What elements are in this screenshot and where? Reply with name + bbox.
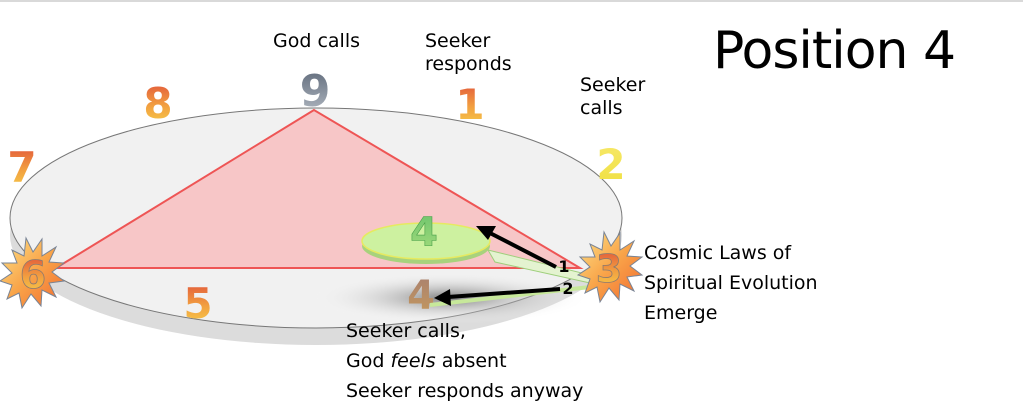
label-cosmic-laws: Cosmic Laws of Spiritual Evolution Emerg…	[644, 242, 818, 324]
bottom-note-line3: Seeker responds anyway	[346, 380, 584, 402]
cycle-number-7: 7	[7, 143, 36, 192]
bottom-note-line2-italic: feels	[390, 350, 436, 372]
cycle-number-8: 8	[143, 79, 172, 128]
arrow-2-label: 2	[562, 279, 573, 298]
cycle-number-3: 3	[596, 247, 622, 291]
label-seeker-calls: Seeker calls	[580, 74, 646, 119]
cycle-number-9: 9	[300, 66, 331, 117]
arrow-1-label: 1	[558, 257, 569, 276]
lower-band	[429, 285, 591, 307]
arrow-2	[447, 287, 561, 299]
cycle-number-1: 1	[455, 80, 484, 129]
bottom-note: Seeker calls, God feels absent Seeker re…	[346, 316, 583, 406]
bottom-note-line2-suffix: absent	[435, 350, 507, 372]
top-border	[0, 0, 1023, 2]
star-burst-3	[576, 230, 644, 304]
bottom-note-line2: God feels absent	[346, 346, 583, 376]
bottom-note-line1: Seeker calls,	[346, 320, 466, 342]
disc-top	[361, 222, 491, 260]
cycle-number-2: 2	[596, 140, 625, 189]
label-god-calls: God calls	[273, 30, 360, 52]
arrow-1-head	[476, 226, 496, 240]
slide-title: Position 4	[713, 21, 956, 81]
arrow-1	[487, 230, 557, 269]
cycle-number-5: 5	[183, 279, 212, 328]
cycle-number-6: 6	[20, 253, 46, 297]
arrow-2-head	[434, 289, 451, 306]
upper-four: 4	[410, 210, 438, 256]
label-seeker-responds: Seeker responds	[425, 30, 512, 75]
lower-four: 4	[407, 273, 435, 319]
bottom-note-line2-prefix: God	[346, 350, 391, 372]
star-burst-6	[0, 236, 66, 310]
